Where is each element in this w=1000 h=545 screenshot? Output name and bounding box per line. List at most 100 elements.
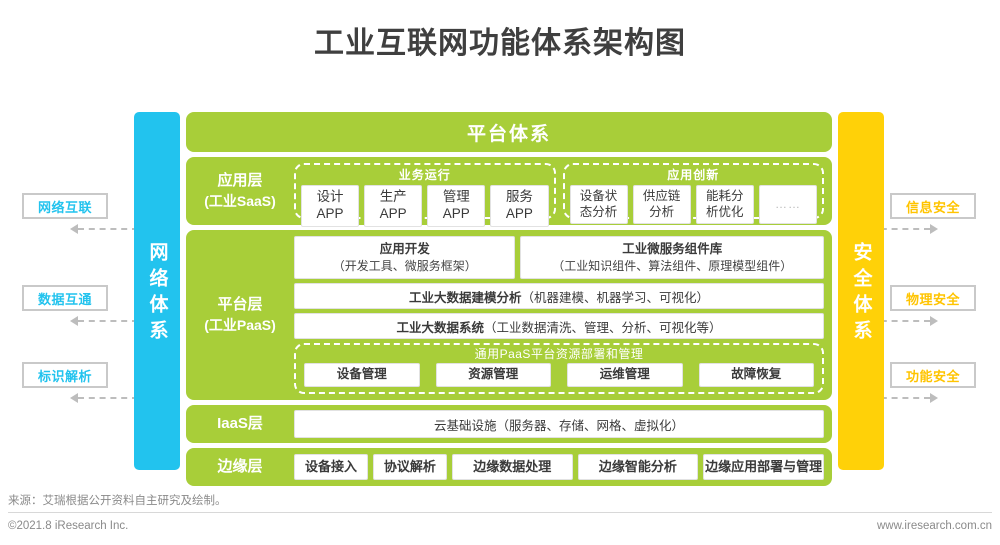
group-paas-title: 通用PaaS平台资源部署和管理 bbox=[474, 347, 644, 361]
app-service-line1: 服务 bbox=[505, 189, 533, 204]
platform-bigdata-modeling[interactable]: 工业大数据建模分析（机器建模、机器学习、可视化） bbox=[294, 283, 824, 310]
platform-bigdata-system-body: （工业数据清洗、管理、分析、可视化等） bbox=[484, 320, 722, 335]
arrow-left-3 bbox=[70, 393, 138, 403]
innovation-supply-chain-analysis[interactable]: 供应链分析 bbox=[632, 185, 691, 225]
arrowhead-left-icon bbox=[70, 224, 78, 234]
platform-bigdata-modeling-body: （机器建模、机器学习、可视化） bbox=[521, 290, 710, 305]
innovation-energy-analysis-optimization[interactable]: 能耗分析优化 bbox=[695, 185, 754, 225]
arrow-left-1 bbox=[70, 224, 138, 234]
app-production-line1: 生产 bbox=[379, 189, 407, 204]
app-design-line2: APP bbox=[316, 205, 344, 221]
innov-2-line1: 能耗分 bbox=[706, 189, 744, 203]
source-note: 来源：艾瑞根据公开资料自主研究及绘制。 bbox=[8, 495, 227, 507]
arrowhead-right-icon bbox=[930, 393, 938, 403]
paas-device-management[interactable]: 设备管理 bbox=[304, 363, 420, 387]
layer-platform-body: 应用开发 （开发工具、微服务框架） 工业微服务组件库 （工业知识组件、算法组件、… bbox=[294, 230, 832, 400]
innov-1-line1: 供应链 bbox=[642, 189, 681, 203]
footer-divider bbox=[8, 512, 992, 513]
innov-0-line1: 设备状 bbox=[579, 189, 618, 203]
arrow-right-2 bbox=[870, 316, 938, 326]
app-production-line2: APP bbox=[379, 205, 407, 221]
platform-microservice-library-head: 工业微服务组件库 bbox=[622, 242, 723, 256]
edge-device-access[interactable]: 设备接入 bbox=[294, 454, 368, 480]
platform-app-development[interactable]: 应用开发 （开发工具、微服务框架） bbox=[294, 236, 516, 280]
innov-3-line1: …… bbox=[774, 197, 801, 212]
platform-bigdata-modeling-head: 工业大数据建模分析 bbox=[408, 290, 522, 305]
platform-app-development-head: 应用开发 bbox=[379, 242, 430, 256]
label-identifier-resolution: 标识解析 bbox=[22, 362, 108, 388]
page-title: 工业互联网功能体系架构图 bbox=[314, 27, 686, 60]
layer-platform-title: 平台层 bbox=[217, 296, 263, 314]
innov-0-line2: 态分析 bbox=[579, 204, 618, 219]
group-application-innovation-title: 应用创新 bbox=[667, 168, 720, 182]
layer-edge-title: 边缘层 bbox=[217, 457, 263, 475]
edge-intelligent-analysis[interactable]: 边缘智能分析 bbox=[577, 454, 699, 480]
layer-application-title: 应用层 bbox=[217, 172, 263, 190]
layer-iaas-title: IaaS层 bbox=[217, 414, 263, 432]
website-text: www.iresearch.com.cn bbox=[876, 520, 992, 532]
edge-data-processing[interactable]: 边缘数据处理 bbox=[451, 454, 573, 480]
arrowhead-right-icon bbox=[930, 224, 938, 234]
group-application-innovation-items: 设备状态分析 供应链分析 能耗分析优化 …… bbox=[569, 185, 817, 225]
layer-platform: 平台层 (工业PaaS) 应用开发 （开发工具、微服务框架） 工业微服务组件库 … bbox=[186, 230, 832, 400]
label-physical-security: 物理安全 bbox=[890, 285, 976, 311]
vertical-bar-security-system: 安全体系 bbox=[838, 112, 884, 470]
edge-application-deployment-management[interactable]: 边缘应用部署与管理 bbox=[703, 454, 824, 480]
edge-items: 设备接入 协议解析 边缘数据处理 边缘智能分析 边缘应用部署与管理 bbox=[294, 454, 824, 480]
arrow-line bbox=[870, 320, 930, 322]
innov-2-line2: 析优化 bbox=[706, 204, 744, 219]
vertical-bar-network-system: 网络体系 bbox=[134, 112, 180, 470]
arrowhead-right-icon bbox=[930, 316, 938, 326]
group-paas-items: 设备管理 资源管理 运维管理 故障恢复 bbox=[304, 363, 814, 387]
layer-application-label: 应用层 (工业SaaS) bbox=[186, 157, 294, 225]
paas-resource-management[interactable]: 资源管理 bbox=[435, 363, 551, 387]
arrow-line bbox=[870, 228, 930, 230]
layer-edge-body: 设备接入 协议解析 边缘数据处理 边缘智能分析 边缘应用部署与管理 bbox=[294, 448, 832, 486]
paas-fault-recovery[interactable]: 故障恢复 bbox=[698, 363, 814, 387]
layer-platform-label: 平台层 (工业PaaS) bbox=[186, 230, 294, 400]
app-management-line2: APP bbox=[442, 205, 470, 221]
arrow-line bbox=[78, 228, 138, 230]
layer-application-subtitle: (工业SaaS) bbox=[204, 192, 276, 209]
platform-microservice-library[interactable]: 工业微服务组件库 （工业知识组件、算法组件、原理模型组件） bbox=[520, 236, 824, 280]
layer-edge: 边缘层 设备接入 协议解析 边缘数据处理 边缘智能分析 边缘应用部署与管理 bbox=[186, 448, 832, 486]
iaas-cloud-infrastructure[interactable]: 云基础设施（服务器、存储、网格、虚拟化） bbox=[294, 410, 824, 438]
innov-1-line2: 分析 bbox=[649, 204, 675, 219]
group-paas-resource-management: 通用PaaS平台资源部署和管理 设备管理 资源管理 运维管理 故障恢复 bbox=[294, 343, 824, 394]
layer-iaas-body: 云基础设施（服务器、存储、网格、虚拟化） bbox=[294, 405, 832, 443]
arrowhead-left-icon bbox=[70, 316, 78, 326]
label-functional-security: 功能安全 bbox=[890, 362, 976, 388]
platform-top-row: 应用开发 （开发工具、微服务框架） 工业微服务组件库 （工业知识组件、算法组件、… bbox=[294, 236, 824, 280]
platform-microservice-library-body: （工业知识组件、算法组件、原理模型组件） bbox=[552, 258, 793, 273]
paas-ops-management[interactable]: 运维管理 bbox=[567, 363, 683, 387]
label-data-interoperability: 数据互通 bbox=[22, 285, 108, 311]
arrow-line bbox=[870, 397, 930, 399]
layer-platform-subtitle: (工业PaaS) bbox=[204, 316, 276, 333]
app-service-line2: APP bbox=[505, 205, 533, 221]
layer-iaas: IaaS层 云基础设施（服务器、存储、网格、虚拟化） bbox=[186, 405, 832, 443]
group-business-operation-title: 业务运行 bbox=[398, 168, 451, 182]
layer-iaas-label: IaaS层 bbox=[186, 405, 294, 443]
innovation-equipment-status-analysis[interactable]: 设备状态分析 bbox=[569, 185, 628, 225]
group-application-innovation: 应用创新 设备状态分析 供应链分析 能耗分析优化 …… bbox=[562, 163, 824, 225]
label-network-interconnect: 网络互联 bbox=[22, 193, 108, 219]
layer-edge-label: 边缘层 bbox=[186, 448, 294, 486]
banner-platform-system: 平台体系 bbox=[186, 112, 832, 152]
label-information-security: 信息安全 bbox=[890, 193, 976, 219]
edge-protocol-parsing[interactable]: 协议解析 bbox=[372, 454, 447, 480]
arrow-right-1 bbox=[870, 224, 938, 234]
arrow-right-3 bbox=[870, 393, 938, 403]
platform-bigdata-system-head: 工业大数据系统 bbox=[396, 320, 484, 335]
innovation-ellipsis[interactable]: …… bbox=[758, 185, 817, 225]
platform-bigdata-system[interactable]: 工业大数据系统（工业数据清洗、管理、分析、可视化等） bbox=[294, 313, 824, 339]
arrow-left-2 bbox=[70, 316, 138, 326]
